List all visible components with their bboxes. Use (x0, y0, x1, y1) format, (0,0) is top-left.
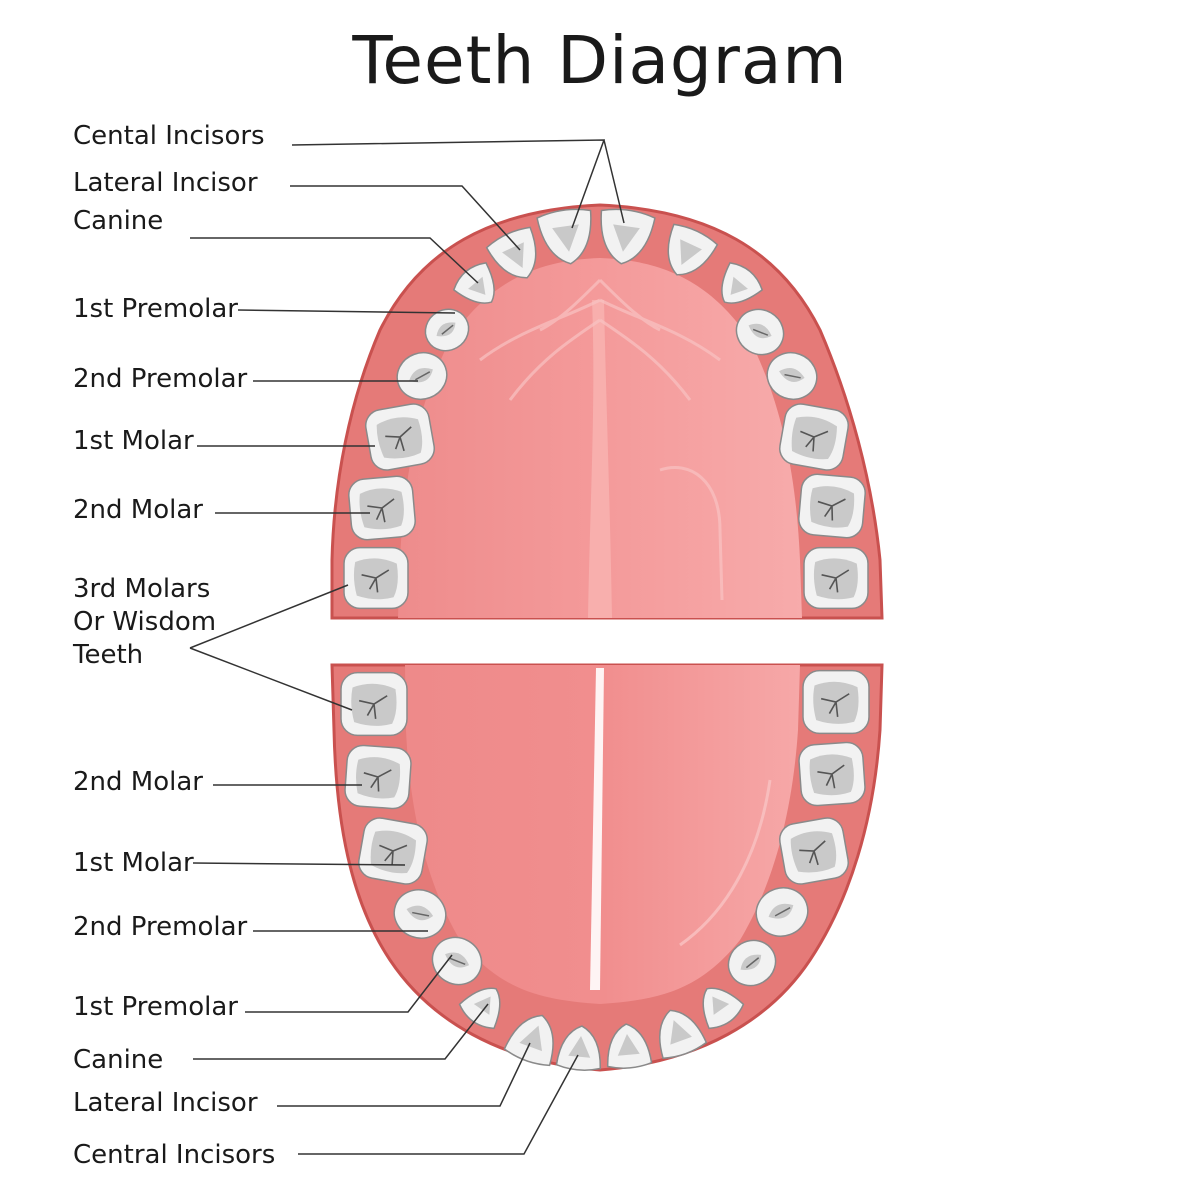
upper-tooth-canine-right (721, 262, 764, 304)
label-upper-lateral-incisor: Lateral Incisor (73, 168, 258, 198)
label-lower-central-incisors: Central Incisors (73, 1140, 276, 1170)
label-upper-2nd-premolar: 2nd Premolar (73, 364, 248, 394)
leader-upper-1st-premolar (237, 309, 456, 314)
leader-upper-canine (190, 237, 479, 284)
leader-lower-1st-premolar (245, 954, 453, 1013)
lower-tooth-canine-right (702, 987, 745, 1030)
label-upper-1st-molar: 1st Molar (73, 426, 194, 456)
label-lower-lateral-incisor: Lateral Incisor (73, 1088, 258, 1118)
label-upper-canine: Canine (73, 206, 164, 236)
upper-tooth-2nd-premolar-left (396, 352, 448, 400)
upper-tooth-3rd-molar-right (803, 546, 869, 610)
upper-tooth-1st-molar-left (364, 403, 436, 471)
upper-tooth-2nd-molar-left (348, 475, 416, 541)
upper-tooth-1st-premolar-left (424, 308, 470, 352)
palate-midline (588, 300, 612, 618)
leader-wisdom-teeth (189, 584, 353, 711)
leader-lower-lateral-incisor (277, 1042, 531, 1107)
label-wisdom-teeth: 3rd Molars Or Wisdom Teeth (73, 574, 217, 670)
label-lower-1st-premolar: 1st Premolar (73, 992, 238, 1022)
lower-tooth-2nd-premolar-left (393, 889, 447, 939)
label-upper-1st-premolar: 1st Premolar (73, 294, 238, 324)
lower-tooth-1st-molar-left (357, 817, 429, 885)
upper-jaw (330, 203, 884, 620)
lower-tooth-2nd-premolar-right (755, 887, 809, 937)
lower-teeth (340, 669, 870, 1071)
lower-tooth-2nd-molar-left (344, 744, 412, 810)
label-upper-central-incisors: Cental Incisors (73, 121, 265, 151)
lower-tooth-central-incisor-right (606, 1023, 653, 1069)
upper-tooth-lateral-incisor-left (485, 226, 537, 279)
lower-tooth-3rd-molar-right (802, 669, 870, 735)
upper-tooth-central-incisor-right (600, 208, 656, 265)
leader-lower-central-incisors (298, 1054, 579, 1155)
label-lower-2nd-premolar: 2nd Premolar (73, 912, 248, 942)
page-title: Teeth Diagram (352, 22, 848, 99)
label-lower-1st-molar: 1st Molar (73, 848, 194, 878)
lower-tooth-lateral-incisor-left (503, 1014, 554, 1067)
upper-tooth-1st-molar-right (778, 403, 850, 471)
leader-upper-central-incisors (291, 139, 625, 229)
lower-tooth-3rd-molar-left (340, 671, 408, 737)
upper-teeth (343, 208, 869, 610)
label-upper-2nd-molar: 2nd Molar (73, 495, 203, 525)
lower-tooth-2nd-molar-right (798, 741, 866, 807)
tongue-floor (405, 665, 800, 1004)
lower-tooth-canine-left (458, 987, 501, 1030)
tongue-midline (590, 668, 604, 990)
lower-tooth-1st-premolar-left (431, 936, 483, 986)
leader-upper-lateral-incisor (290, 185, 521, 251)
leader-lines (189, 139, 625, 1155)
lower-tooth-1st-premolar-right (727, 939, 777, 987)
lower-tooth-lateral-incisor-right (658, 1009, 708, 1060)
upper-tooth-central-incisor-left (536, 208, 592, 265)
upper-tooth-2nd-molar-right (798, 473, 866, 539)
label-lower-2nd-molar: 2nd Molar (73, 767, 203, 797)
upper-tooth-2nd-premolar-right (766, 352, 818, 400)
upper-tooth-3rd-molar-left (343, 546, 409, 610)
leader-lower-1st-molar (192, 862, 406, 866)
leader-lower-canine (193, 1003, 489, 1060)
lower-tooth-1st-molar-right (778, 817, 850, 885)
lower-tooth-central-incisor-left (555, 1025, 602, 1071)
label-lower-canine: Canine (73, 1045, 164, 1075)
upper-tooth-1st-premolar-right (735, 308, 785, 356)
upper-tooth-lateral-incisor-right (667, 223, 719, 276)
